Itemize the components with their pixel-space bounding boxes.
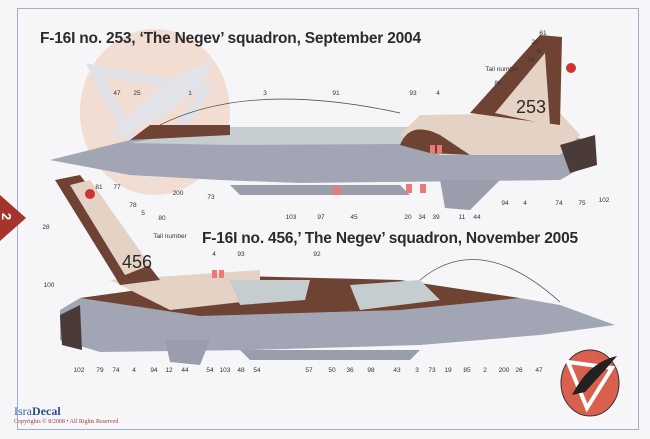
- decal-callout: 4: [436, 90, 440, 97]
- decal-callout: 28: [42, 224, 50, 231]
- decal-callout: 100: [43, 282, 55, 289]
- decal-callout: 19: [444, 367, 452, 374]
- decal-callout: 103: [219, 367, 231, 374]
- decal-callout: 11: [458, 214, 466, 221]
- decal-callout: 26: [515, 367, 523, 374]
- squadron-emblem: [560, 349, 620, 417]
- decal-callout: 92: [313, 251, 321, 258]
- decal-callout: 3: [263, 90, 267, 97]
- decal-callout: 74: [112, 367, 120, 374]
- decal-callout: 5: [141, 210, 145, 217]
- decal-callout: 48: [237, 367, 245, 374]
- decal-callout: 39: [432, 214, 440, 221]
- aircraft-253-title: F-16I no. 253, ‘The Negev’ squadron, Sep…: [40, 30, 421, 47]
- decal-callout: 28: [531, 39, 539, 46]
- decal-callout: 4: [212, 251, 216, 258]
- decal-callout: 94: [501, 200, 509, 207]
- decal-callout: 103: [285, 214, 297, 221]
- decal-callout: 25: [133, 90, 141, 97]
- decal-callout: 47: [535, 367, 543, 374]
- decal-callout: 79: [96, 367, 104, 374]
- decal-callout: 91: [332, 90, 340, 97]
- decal-callout: 94: [150, 367, 158, 374]
- decal-callout: 4: [132, 367, 136, 374]
- decal-callout: 61: [539, 30, 547, 37]
- aircraft-456-title: F-16I no. 456,’ The Negev’ squadron, Nov…: [202, 230, 578, 247]
- decal-callout: 200: [172, 190, 184, 197]
- decal-callout: 54: [206, 367, 214, 374]
- decal-callout: 200: [498, 367, 510, 374]
- decal-callout: 102: [73, 367, 85, 374]
- decal-callout: 80: [158, 215, 166, 222]
- tail-number-456: 456: [122, 252, 153, 272]
- decal-callout: 47: [113, 90, 121, 97]
- decal-callout: 78: [129, 202, 137, 209]
- decal-callout: 93: [409, 90, 417, 97]
- decal-callout: 45: [350, 214, 358, 221]
- decal-callout: 77: [113, 184, 121, 191]
- tail-number-label: Tail number: [485, 66, 519, 73]
- decal-callout: 75: [578, 200, 586, 207]
- decal-callout: 12: [165, 367, 173, 374]
- decal-callout: 73: [428, 367, 436, 374]
- aircraft-456-profile: [55, 175, 615, 365]
- tail-number-label: Tail number: [153, 233, 187, 240]
- decal-callout: 1: [188, 90, 192, 97]
- decal-callout: 20: [404, 214, 412, 221]
- tail-number-253: 253: [516, 97, 547, 117]
- copyright-text: Copyrights © 8/2008 • All Rights Reserve…: [14, 419, 119, 425]
- decal-callout: 54: [253, 367, 261, 374]
- aircraft-253-profile: [50, 35, 597, 210]
- decal-callout: 36: [346, 367, 354, 374]
- israDecal-logo: IsraDecal: [14, 404, 61, 418]
- decal-callout: 6: [537, 48, 541, 55]
- decal-callout: 4: [523, 200, 527, 207]
- decal-callout: 57: [305, 367, 313, 374]
- decal-callout: 43: [393, 367, 401, 374]
- decal-callout: 73: [207, 194, 215, 201]
- decal-callout: 102: [598, 197, 610, 204]
- decal-callout: 85: [463, 367, 471, 374]
- decal-callout: 2: [483, 367, 487, 374]
- decal-callout: 93: [237, 251, 245, 258]
- decal-callout: 80: [494, 80, 502, 87]
- decal-callout: 3: [415, 367, 419, 374]
- decal-callout: 44: [181, 367, 189, 374]
- decal-callout: 44: [473, 214, 481, 221]
- decal-callout: 98: [367, 367, 375, 374]
- decal-callout: 50: [328, 367, 336, 374]
- decal-callout: 81: [95, 184, 103, 191]
- decal-callout: 97: [317, 214, 325, 221]
- decal-callout: 74: [555, 200, 563, 207]
- decal-callout: 76: [527, 57, 535, 64]
- decal-callout: 34: [418, 214, 426, 221]
